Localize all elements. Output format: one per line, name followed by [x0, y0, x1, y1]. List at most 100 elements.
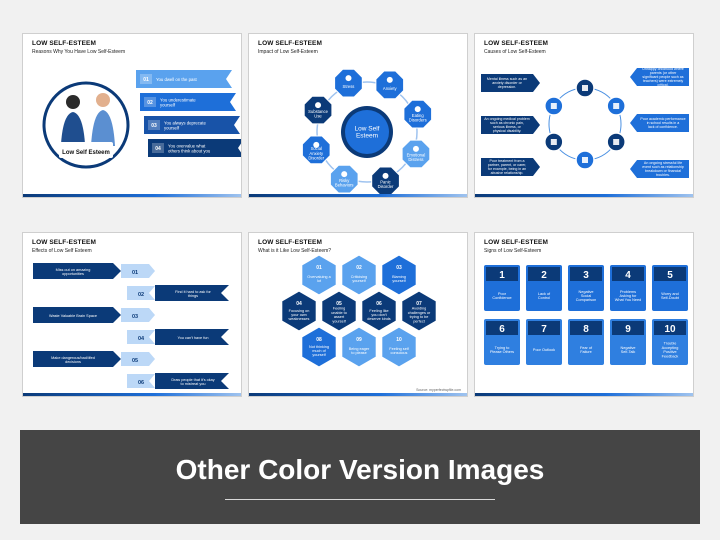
effect-number-tab	[121, 352, 155, 366]
effect-text: Waste Valuable Brain Space	[49, 314, 97, 318]
effect-item	[33, 263, 121, 279]
reason-number: 01	[143, 77, 149, 83]
footer-bar	[249, 194, 467, 197]
impact-icon	[382, 172, 389, 179]
impact-node	[375, 70, 405, 100]
sign-card-header	[612, 267, 644, 281]
slide-grid: LOW SELF-ESTEEM Reasons Why You Have Low…	[22, 33, 694, 397]
slide-title: LOW SELF-ESTEEM	[32, 40, 96, 47]
impact-node	[301, 135, 331, 165]
sign-number: 9	[625, 324, 631, 335]
slide-title: LOW SELF-ESTEEM	[32, 239, 96, 246]
reason-item	[144, 116, 240, 134]
footer-bar	[475, 194, 693, 197]
banner-title: Other Color Version Images	[175, 454, 545, 485]
effect-number: 05	[132, 358, 138, 364]
person-head-icon	[96, 93, 110, 107]
person-body-icon	[61, 112, 85, 144]
reason-number: 04	[155, 146, 161, 152]
impact-node	[303, 95, 333, 125]
slide-signs[interactable]: LOW SELF-ESTEEM Signs of Low Self-Esteem…	[474, 232, 694, 397]
effect-item	[155, 285, 229, 301]
slide-subtitle: Impact of Low Self-Esteem	[258, 49, 318, 55]
effect-item	[33, 351, 121, 367]
footer-bar	[23, 393, 241, 396]
ring-shape	[42, 81, 130, 169]
impact-icon	[414, 106, 421, 113]
banner-underline	[225, 499, 495, 500]
effect-number-tab	[127, 374, 155, 388]
impact-node	[329, 164, 359, 194]
hex-number: 03	[396, 265, 402, 271]
sign-card-header	[570, 267, 602, 281]
reason-text: You dwell on the past	[156, 77, 197, 82]
slide-impact[interactable]: LOW SELF-ESTEEM Impact of Low Self-Estee…	[248, 33, 468, 198]
sign-number: 4	[625, 270, 631, 281]
ring-shape	[316, 81, 418, 183]
hex-item	[401, 290, 437, 332]
impact-node	[403, 99, 433, 129]
sign-text: Poor Outlook	[533, 348, 555, 352]
effect-item	[33, 307, 121, 323]
sign-card-header	[528, 267, 560, 281]
sign-card-header	[654, 321, 686, 335]
sign-card-header	[528, 321, 560, 335]
impact-node	[334, 68, 363, 98]
sign-card-header	[486, 267, 518, 281]
slide-subtitle: Signs of Low Self-Esteem	[484, 248, 542, 254]
slide-subtitle: Effects of Low Self Esteem	[32, 248, 92, 254]
cause-right-item	[630, 160, 689, 178]
reason-item	[136, 70, 232, 88]
hex-number: 05	[336, 301, 342, 307]
hex-number: 02	[356, 265, 362, 271]
hex-item	[361, 290, 397, 332]
slide-title: LOW SELF-ESTEEM	[258, 40, 322, 47]
effect-text: You can't have fun	[178, 336, 209, 340]
slide-what-is-it-like[interactable]: LOW SELF-ESTEEM What is it Like Low Self…	[248, 232, 468, 397]
slide-effects[interactable]: LOW SELF-ESTEEM Effects of Low Self Este…	[22, 232, 242, 397]
footer-bar	[475, 393, 693, 396]
reason-item	[140, 93, 236, 111]
slide-reasons[interactable]: LOW SELF-ESTEEM Reasons Why You Have Low…	[22, 33, 242, 198]
hex-item	[301, 326, 337, 368]
impact-icon	[341, 171, 348, 178]
slide-subtitle: Causes of Low Self-Esteem	[484, 49, 546, 55]
sign-number: 1	[499, 270, 505, 281]
reason-item	[148, 139, 241, 157]
person-head-icon	[66, 95, 80, 109]
impact-icon	[313, 141, 320, 148]
slide-causes[interactable]: LOW SELF-ESTEEM Causes of Low Self-Estee…	[474, 33, 694, 198]
impact-label: Stress	[343, 84, 355, 89]
color-version-banner: Other Color Version Images	[20, 430, 700, 524]
effect-item	[155, 373, 229, 389]
sign-number: 5	[667, 270, 673, 281]
cause-left-item	[481, 74, 540, 92]
person-body-icon	[91, 110, 115, 146]
